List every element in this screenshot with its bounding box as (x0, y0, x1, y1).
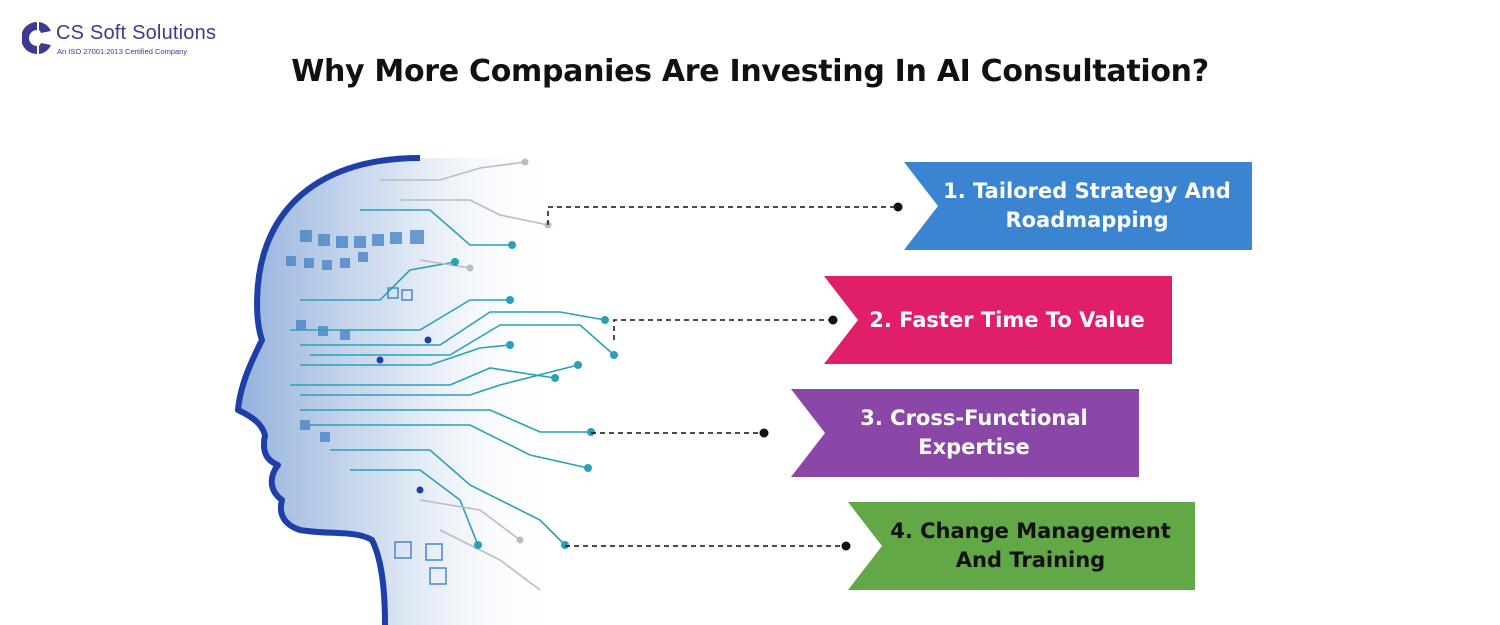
feature-label-1: 1. Tailored Strategy And Roadmapping (943, 179, 1231, 232)
cs-logo-icon (22, 22, 51, 54)
brand-name: CS Soft Solutions (56, 22, 217, 44)
feature-label-3: 3. Cross-Functional Expertise (860, 406, 1088, 459)
page-title: Why More Companies Are Investing In AI C… (291, 54, 1209, 89)
brand-logo: CS Soft Solutions An ISO 27001:2013 Cert… (22, 20, 252, 60)
feature-card-2: 2. Faster Time To Value (824, 276, 1172, 364)
feature-card-4: 4. Change Management And Training (848, 502, 1195, 590)
feature-label-4: 4. Change Management And Training (890, 519, 1171, 572)
feature-card-1: 1. Tailored Strategy And Roadmapping (904, 162, 1252, 250)
feature-card-3: 3. Cross-Functional Expertise (791, 389, 1139, 477)
brand-tagline: An ISO 27001:2013 Certified Company (57, 47, 188, 56)
head-silhouette (238, 158, 560, 625)
feature-label-2: 2. Faster Time To Value (869, 307, 1145, 332)
